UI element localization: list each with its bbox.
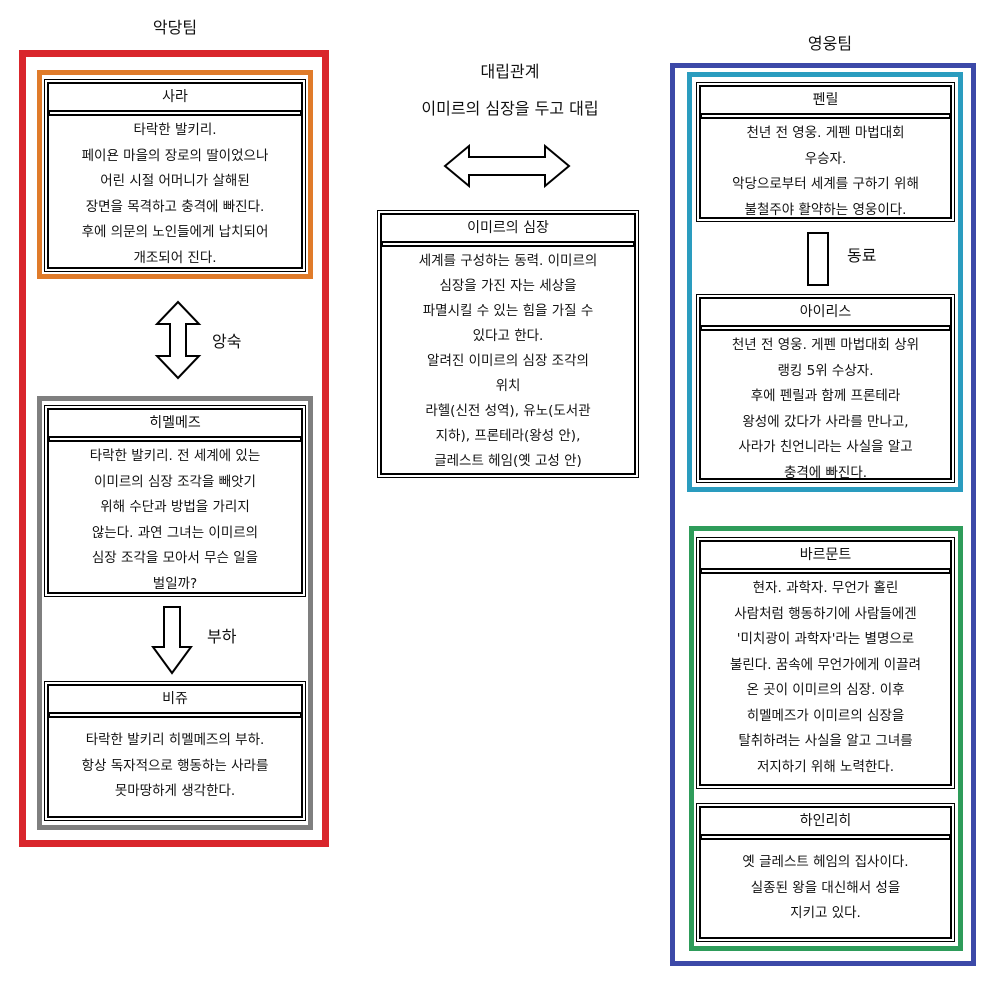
conflict-title: 대립관계 <box>480 62 540 81</box>
himelmez-name: 히멜메즈 <box>49 410 301 438</box>
conflict-subtitle: 이미르의 심장을 두고 대립 <box>421 99 599 118</box>
penril-name: 펜릴 <box>701 87 950 115</box>
hainrich-card: 하인리히 옛 글레스트 헤임의 집사이다. 실종된 왕을 대신해서 성을 지키고… <box>696 803 955 942</box>
double-horizontal-arrow-icon <box>443 143 571 189</box>
sara-card: 사라 타락한 발키리. 페이욘 마을의 장로의 딸이었으나 어린 시절 어머니가… <box>44 79 306 272</box>
villain-team-label: 악당팀 <box>152 18 198 37</box>
hainrich-name: 하인리히 <box>701 808 950 836</box>
barmund-description: 현자. 과학자. 무언가 홀린 사람처럼 행동하기에 사람들에겐 '미치광이 과… <box>729 580 922 775</box>
npc-frame <box>689 526 963 951</box>
villain-team-frame <box>19 50 329 847</box>
iris-card: 아이리스 천년 전 영웅. 게펜 마법대회 상위 랭킹 5위 수상자. 후에 펜… <box>696 294 955 483</box>
barmund-card: 바르문트 현자. 과학자. 무언가 홀린 사람처럼 행동하기에 사람들에겐 '미… <box>696 537 955 789</box>
barmund-name: 바르문트 <box>701 542 950 570</box>
colleague-label: 동료 <box>847 246 877 265</box>
himelmez-frame <box>37 396 313 830</box>
ymir-heart-description: 세계를 구성하는 동력. 이미르의 심장을 가진 자는 세상을 파멸시킬 수 있… <box>418 253 598 469</box>
himelmez-card: 히멜메즈 타락한 발키리. 전 세계에 있는 이미르의 심장 조각을 빼앗기 위… <box>44 405 306 597</box>
bichu-description: 타락한 발키리 히멜메즈의 부하. 항상 독자적으로 행동하는 사라를 못마땅하… <box>81 732 269 799</box>
hainrich-description: 옛 글레스트 헤임의 집사이다. 실종된 왕을 대신해서 성을 지키고 있다. <box>742 854 909 921</box>
hero-inner-frame <box>687 72 963 492</box>
ymir-heart-name: 이미르의 심장 <box>382 215 634 243</box>
hero-team-label: 영웅팀 <box>807 34 853 53</box>
penril-card: 펜릴 천년 전 영웅. 게펜 마법대회 우승자. 악당으로부터 세계를 구하기 … <box>696 82 955 222</box>
bichu-name: 비쥬 <box>49 686 301 714</box>
penril-description: 천년 전 영웅. 게펜 마법대회 우승자. 악당으로부터 세계를 구하기 위해 … <box>732 125 919 218</box>
subordinate-label: 부하 <box>207 627 237 646</box>
hero-team-frame <box>670 63 976 966</box>
rivalry-label: 앙숙 <box>212 332 242 351</box>
iris-description: 천년 전 영웅. 게펜 마법대회 상위 랭킹 5위 수상자. 후에 펜릴과 함께… <box>731 337 920 481</box>
colleague-connector <box>807 232 829 286</box>
down-arrow-icon <box>151 606 193 675</box>
ymir-heart-card: 이미르의 심장 세계를 구성하는 동력. 이미르의 심장을 가진 자는 세상을 … <box>377 210 639 478</box>
himelmez-description: 타락한 발키리. 전 세계에 있는 이미르의 심장 조각을 빼앗기 위해 수단과… <box>89 448 261 592</box>
bichu-card: 비쥬 타락한 발키리 히멜메즈의 부하. 항상 독자적으로 행동하는 사라를 못… <box>44 681 306 821</box>
iris-name: 아이리스 <box>701 299 950 327</box>
sara-frame <box>37 70 313 279</box>
sara-name: 사라 <box>49 84 301 112</box>
sara-description: 타락한 발키리. 페이욘 마을의 장로의 딸이었으나 어린 시절 어머니가 살해… <box>81 122 269 266</box>
double-vertical-arrow-icon <box>154 300 202 380</box>
